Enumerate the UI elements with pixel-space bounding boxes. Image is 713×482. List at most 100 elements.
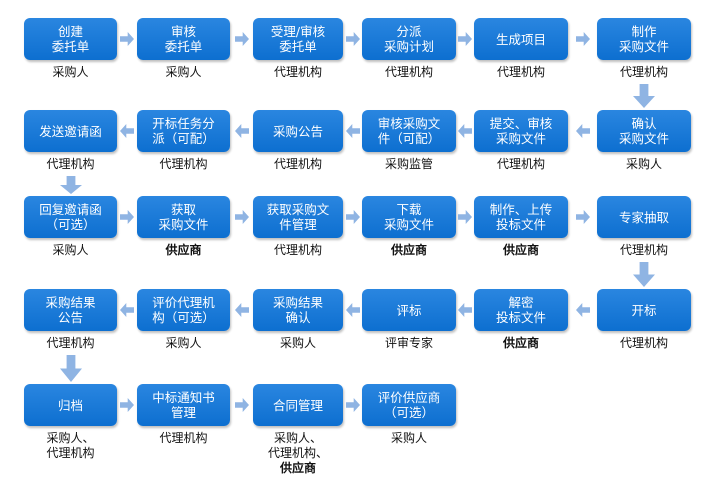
actor-label: 代理机构 — [16, 336, 125, 351]
actor-label: 代理机构 — [589, 243, 699, 258]
actor-label: 采购人、 代理机构 — [16, 431, 125, 461]
actor-text: 代理机构 — [496, 65, 545, 79]
process-step: 生成项目 — [474, 18, 568, 60]
actor-label: 供应商 — [129, 243, 238, 258]
arrow-right-icon — [458, 210, 472, 224]
process-step: 获取 采购文件 — [137, 196, 230, 238]
arrow-left-icon — [458, 124, 472, 138]
arrow-right-icon — [120, 398, 134, 412]
actor-text: 供应商 — [165, 243, 202, 257]
actor-text: 采购人 — [165, 65, 202, 79]
arrow-left-icon — [234, 124, 249, 138]
process-step: 解密 投标文件 — [474, 289, 568, 331]
actor-label: 供应商 — [354, 243, 464, 258]
actor-label: 代理机构 — [245, 243, 351, 258]
arrow-right-icon — [458, 32, 472, 46]
actor-text: 代理机构 — [46, 336, 95, 350]
actor-text: 采购人 — [390, 431, 427, 445]
actor-label: 代理机构 — [466, 157, 576, 172]
actor-text: 采购人、 代理机构、 — [267, 431, 328, 460]
process-step: 分派 采购计划 — [362, 18, 456, 60]
actor-text: 代理机构 — [384, 65, 433, 79]
arrow-down-icon — [633, 84, 655, 108]
process-step: 确认 采购文件 — [597, 110, 691, 152]
actor-label: 供应商 — [466, 336, 576, 351]
process-step: 下载 采购文件 — [362, 196, 456, 238]
process-step: 采购结果 公告 — [24, 289, 117, 331]
arrow-left-icon — [234, 303, 249, 317]
actor-text: 评审专家 — [384, 336, 433, 350]
arrow-left-icon — [120, 124, 134, 138]
actor-text: 供应商 — [502, 243, 539, 257]
process-step: 开标 — [597, 289, 691, 331]
process-step: 发送邀请函 — [24, 110, 117, 152]
actor-text: 采购监管 — [384, 157, 433, 171]
actor-label: 代理机构 — [589, 65, 699, 80]
process-step: 获取采购文 件管理 — [253, 196, 343, 238]
actor-label: 评审专家 — [354, 336, 464, 351]
process-step: 回复邀请函 （可选） — [24, 196, 117, 238]
arrow-right-icon — [120, 32, 134, 46]
actor-text: 代理机构 — [619, 336, 668, 350]
actor-label: 采购人 — [245, 336, 351, 351]
actor-text: 采购人、 代理机构 — [46, 431, 95, 460]
actor-label: 代理机构 — [129, 157, 238, 172]
actor-text: 代理机构 — [159, 157, 208, 171]
actor-label: 采购人 — [354, 431, 464, 446]
actor-label: 代理机构 — [354, 65, 464, 80]
arrow-right-icon — [345, 32, 360, 46]
actor-text: 代理机构 — [273, 243, 322, 257]
actor-label: 采购人 — [16, 243, 125, 258]
actor-label: 采购人 — [129, 65, 238, 80]
process-step: 采购公告 — [253, 110, 343, 152]
arrow-left-icon — [575, 303, 590, 317]
actor-text: 代理机构 — [273, 157, 322, 171]
arrow-left-icon — [345, 303, 360, 317]
arrow-right-icon — [120, 210, 134, 224]
actor-label: 代理机构 — [245, 65, 351, 80]
process-step: 提交、审核 采购文件 — [474, 110, 568, 152]
actor-text: 代理机构 — [496, 157, 545, 171]
process-step: 制作 采购文件 — [597, 18, 691, 60]
arrow-right-icon — [575, 210, 590, 224]
process-step: 中标通知书 管理 — [137, 384, 230, 426]
process-step: 评价代理机 构（可选） — [137, 289, 230, 331]
arrow-left-icon — [120, 303, 134, 317]
actor-text: 供应商 — [390, 243, 427, 257]
arrow-left-icon — [458, 303, 472, 317]
actor-text-bold: 供应商 — [279, 461, 316, 475]
actor-label: 采购人 — [16, 65, 125, 80]
actor-text: 代理机构 — [619, 65, 668, 79]
process-step: 开标任务分 派（可配） — [137, 110, 230, 152]
actor-label: 采购人 — [129, 336, 238, 351]
actor-text: 采购人 — [52, 65, 89, 79]
actor-text: 代理机构 — [273, 65, 322, 79]
process-step: 制作、上传 投标文件 — [474, 196, 568, 238]
actor-label: 采购人 — [589, 157, 699, 172]
actor-text: 代理机构 — [46, 157, 95, 171]
actor-label: 供应商 — [466, 243, 576, 258]
process-step: 创建 委托单 — [24, 18, 117, 60]
actor-label: 代理机构 — [245, 157, 351, 172]
process-step: 审核采购文 件（可配） — [362, 110, 456, 152]
arrow-right-icon — [575, 32, 590, 46]
actor-label: 采购人、 代理机构、 供应商 — [245, 431, 351, 476]
process-step: 受理/审核 委托单 — [253, 18, 343, 60]
arrow-right-icon — [234, 32, 249, 46]
actor-text: 采购人 — [165, 336, 202, 350]
process-step: 合同管理 — [253, 384, 343, 426]
process-step: 归档 — [24, 384, 117, 426]
actor-label: 代理机构 — [589, 336, 699, 351]
actor-label: 代理机构 — [129, 431, 238, 446]
process-step: 评标 — [362, 289, 456, 331]
arrow-right-icon — [345, 398, 360, 412]
arrow-right-icon — [234, 210, 249, 224]
arrow-left-icon — [345, 124, 360, 138]
process-step: 评价供应商 （可选） — [362, 384, 456, 426]
arrow-down-icon — [59, 355, 82, 382]
actor-text: 采购人 — [279, 336, 316, 350]
actor-text: 采购人 — [52, 243, 89, 257]
arrow-down-icon — [59, 176, 82, 194]
actor-label: 采购监管 — [354, 157, 464, 172]
